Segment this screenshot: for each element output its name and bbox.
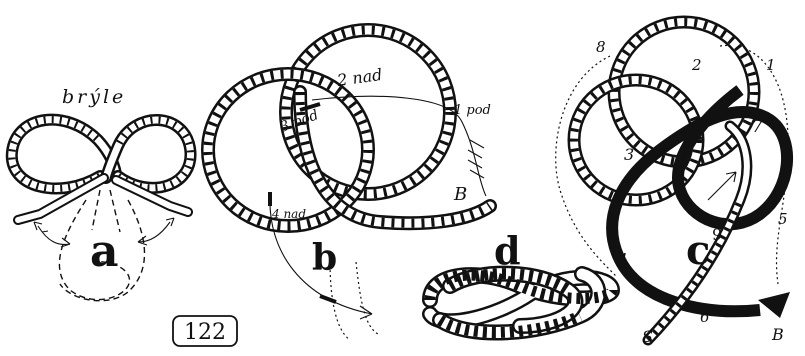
panel-c-num-2: 2 [691, 56, 702, 74]
panel-c-num-5: 5 [778, 210, 788, 228]
panel-c-superscript: 9 [712, 225, 722, 244]
panel-b-n4-nad: 4 nad [271, 207, 306, 221]
panel-c-label: c [686, 227, 710, 274]
panel-a-caption: brýle [62, 86, 126, 108]
panel-b-label: b [312, 237, 337, 279]
panel-b-n1-pod: 1 pod [454, 103, 491, 118]
panel-d: d [430, 228, 612, 332]
panel-d-label: d [494, 228, 521, 273]
panel-c-num-1: 1 [766, 56, 776, 74]
figure-number: 122 [173, 316, 237, 346]
panel-c-end-S: S [642, 327, 653, 346]
panel-c-num-6: 6 [700, 308, 710, 326]
figure-number-text: 122 [184, 320, 226, 345]
panel-c-end-B: B [771, 325, 784, 344]
panel-c-num-7: 7 [752, 117, 763, 137]
panel-b-end-B: B [453, 184, 467, 205]
panel-a: brýle a [12, 86, 191, 301]
panel-b-n2-nad: 2 nad [335, 65, 384, 90]
panel-c-num-8: 8 [596, 38, 606, 56]
panel-a-label: a [90, 226, 119, 277]
panel-c-num-3: 3 [624, 145, 634, 164]
panel-c-num-4: 4 [617, 250, 628, 268]
